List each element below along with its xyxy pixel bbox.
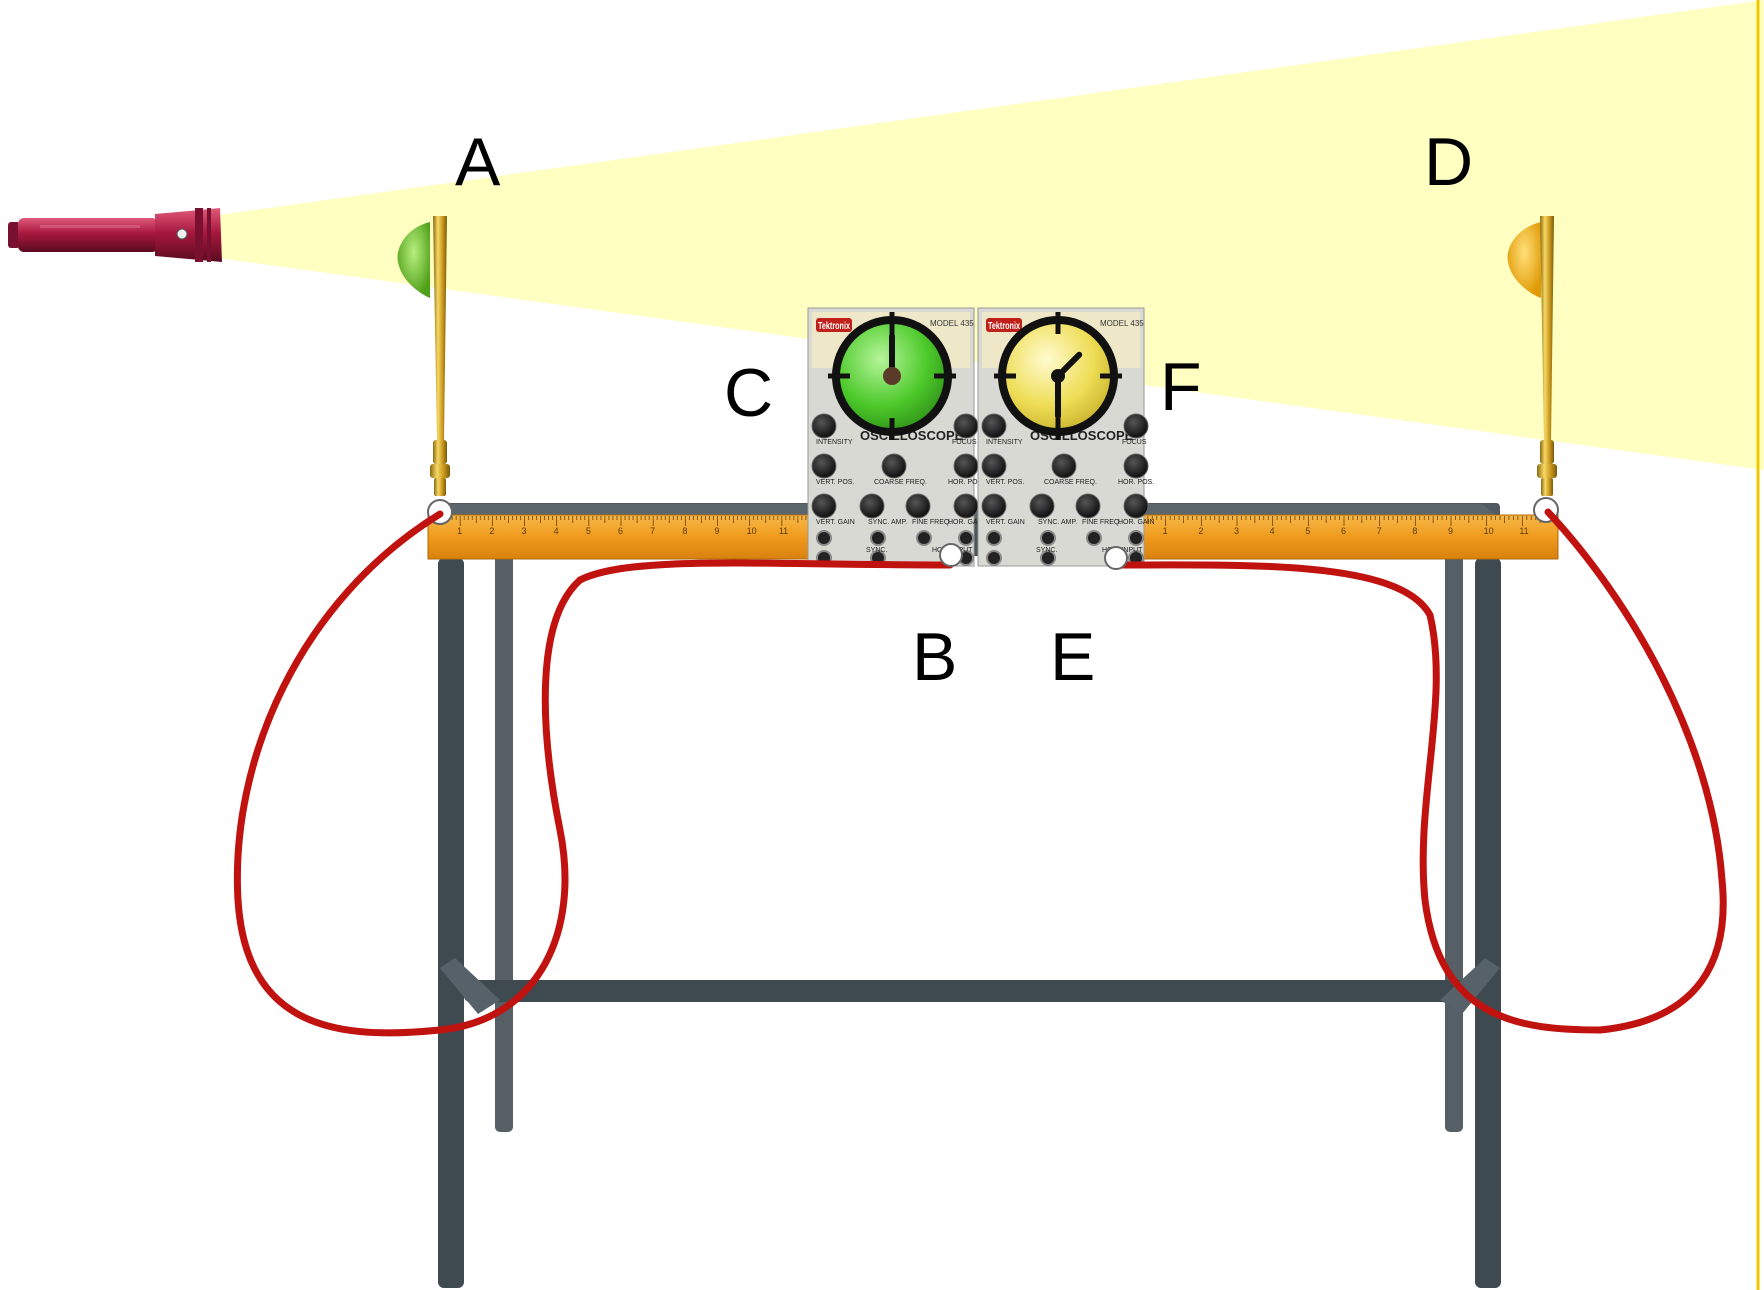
oscilloscope-right-knob-label: FOCUS [1122, 439, 1147, 446]
oscilloscope-right-model: MODEL 435 [1100, 319, 1144, 328]
oscilloscope-right-knob-label: SYNC. AMP. [1038, 519, 1077, 526]
ruler-right: 1 2 3 4 5 6 7 8 9 10 11 [1129, 514, 1559, 560]
ruler-left-tick-label: 6 [618, 526, 623, 536]
flashlight [8, 208, 222, 262]
oscilloscope-right-knob-label: HOR. POS. [1118, 479, 1154, 486]
oscilloscope-right-knob [1051, 453, 1077, 479]
ruler-right-tick-label: 9 [1448, 526, 1453, 536]
ruler-left-tick-label: 5 [586, 526, 591, 536]
oscilloscope-right-jack [986, 550, 1002, 566]
oscilloscope-right-knob-label: VERT. POS. [986, 479, 1024, 486]
cables [233, 508, 1727, 1037]
sensor-a [397, 216, 453, 525]
oscilloscope-left-knob-label: VERT. POS. [816, 479, 854, 486]
ruler-left-tick-label: 11 [779, 526, 788, 536]
oscilloscope-right-knob-label: VERT. GAIN [986, 519, 1025, 526]
ruler-left-tick-label: 3 [522, 526, 527, 536]
ruler-left-tick-label: 7 [650, 526, 655, 536]
ruler-left-tick-label: 2 [489, 526, 494, 536]
oscilloscope-right-knob-label: SYNC. [1036, 547, 1057, 554]
ruler-left-tick-label: 8 [682, 526, 687, 536]
cable-ef [1111, 508, 1727, 1034]
oscilloscope-left-knob [953, 453, 979, 479]
ruler-right-tick-label: 11 [1519, 526, 1528, 536]
oscilloscope-left-knob-label: SYNC. [866, 547, 887, 554]
oscilloscope-right-knob [981, 493, 1007, 519]
ruler-right-tick-label: 8 [1412, 526, 1417, 536]
label-c: C [724, 355, 773, 431]
oscilloscope-right-knob [1123, 493, 1149, 519]
terminal-b [939, 543, 963, 567]
ruler-left: 1 2 3 4 5 6 7 8 9 10 11 [427, 514, 815, 560]
oscilloscope-right-jack [1040, 550, 1056, 566]
oscilloscope-left-knob-label: FINE FREQ. [912, 519, 951, 526]
oscilloscope-right-knob [1123, 453, 1149, 479]
oscilloscope-left-brand: Tektronix [818, 321, 850, 332]
oscilloscope-right-knob-label: HOR. GAIN [1118, 519, 1155, 526]
label-a: A [455, 124, 501, 200]
oscilloscope-right-knob [1075, 493, 1101, 519]
ruler-right-tick-label: 6 [1341, 526, 1346, 536]
oscilloscope-left-jack [816, 530, 832, 546]
oscilloscope-left-knob-label: SYNC. AMP. [868, 519, 907, 526]
ruler-left-tick-label: 1 [457, 526, 462, 536]
oscilloscope-left-knob [811, 413, 837, 439]
ruler-left-tick-label: 9 [715, 526, 720, 536]
oscilloscope-right-jack [1086, 530, 1102, 546]
oscilloscope-left-knob-label: VERT. GAIN [816, 519, 855, 526]
oscilloscope-left-knob-label: HOR. POS. [948, 479, 984, 486]
ruler-right-tick-label: 7 [1377, 526, 1382, 536]
ruler-right-tick-label: 10 [1484, 526, 1494, 536]
oscilloscope-right-knob-label: INTENSITY [986, 439, 1023, 446]
ruler-right-tick-label: 3 [1234, 526, 1239, 536]
oscilloscope-left-jack [870, 530, 886, 546]
oscilloscope-left-knob [811, 493, 837, 519]
oscilloscope-right-knob [1029, 493, 1055, 519]
label-d: D [1424, 124, 1473, 200]
ruler-right-tick-label: 1 [1163, 526, 1168, 536]
oscilloscope-left-knob [953, 493, 979, 519]
oscilloscope-right-knob-label: COARSE FREQ. [1044, 479, 1097, 486]
oscilloscope-left-knob [953, 413, 979, 439]
ruler-left-tick-label: 10 [747, 526, 757, 536]
oscilloscope-left-knob-label: COARSE FREQ. [874, 479, 927, 486]
oscilloscope-right-jack [1128, 530, 1144, 546]
ruler-left-tick-label: 4 [554, 526, 559, 536]
terminal-e [1104, 546, 1128, 570]
clock-left [828, 312, 956, 440]
oscilloscope-left-jack [916, 530, 932, 546]
oscilloscope-left-knob-label: HOR. GAIN [948, 519, 985, 526]
oscilloscope-right-knob [1123, 413, 1149, 439]
oscilloscope-right-jack [1040, 530, 1056, 546]
oscilloscope-right-jack [986, 530, 1002, 546]
cable-a [233, 510, 954, 1037]
oscilloscope-left-knob-label: INTENSITY [816, 439, 853, 446]
oscilloscope-right-knob [981, 413, 1007, 439]
oscilloscope-left-knob [881, 453, 907, 479]
oscilloscope-right-knob [981, 453, 1007, 479]
ruler-right-tick-label: 5 [1305, 526, 1310, 536]
table [430, 503, 1502, 1288]
oscilloscope-left-jack [958, 530, 974, 546]
ruler-right-tick-label: 4 [1270, 526, 1275, 536]
oscilloscope-left-model: MODEL 435 [930, 319, 974, 328]
ruler-right-tick-label: 2 [1198, 526, 1203, 536]
oscilloscope-left-knob [905, 493, 931, 519]
label-e: E [1050, 619, 1095, 695]
oscilloscope-right-brand: Tektronix [988, 321, 1020, 332]
clock-right [994, 312, 1122, 440]
oscilloscope-left-knob-label: FOCUS [952, 439, 977, 446]
label-b: B [912, 619, 957, 695]
oscilloscope-left-knob [859, 493, 885, 519]
oscilloscope-left-knob [811, 453, 837, 479]
light-beam [218, 0, 1764, 470]
label-f: F [1160, 349, 1202, 425]
oscilloscope-right-knob-label: FINE FREQ. [1082, 519, 1121, 526]
